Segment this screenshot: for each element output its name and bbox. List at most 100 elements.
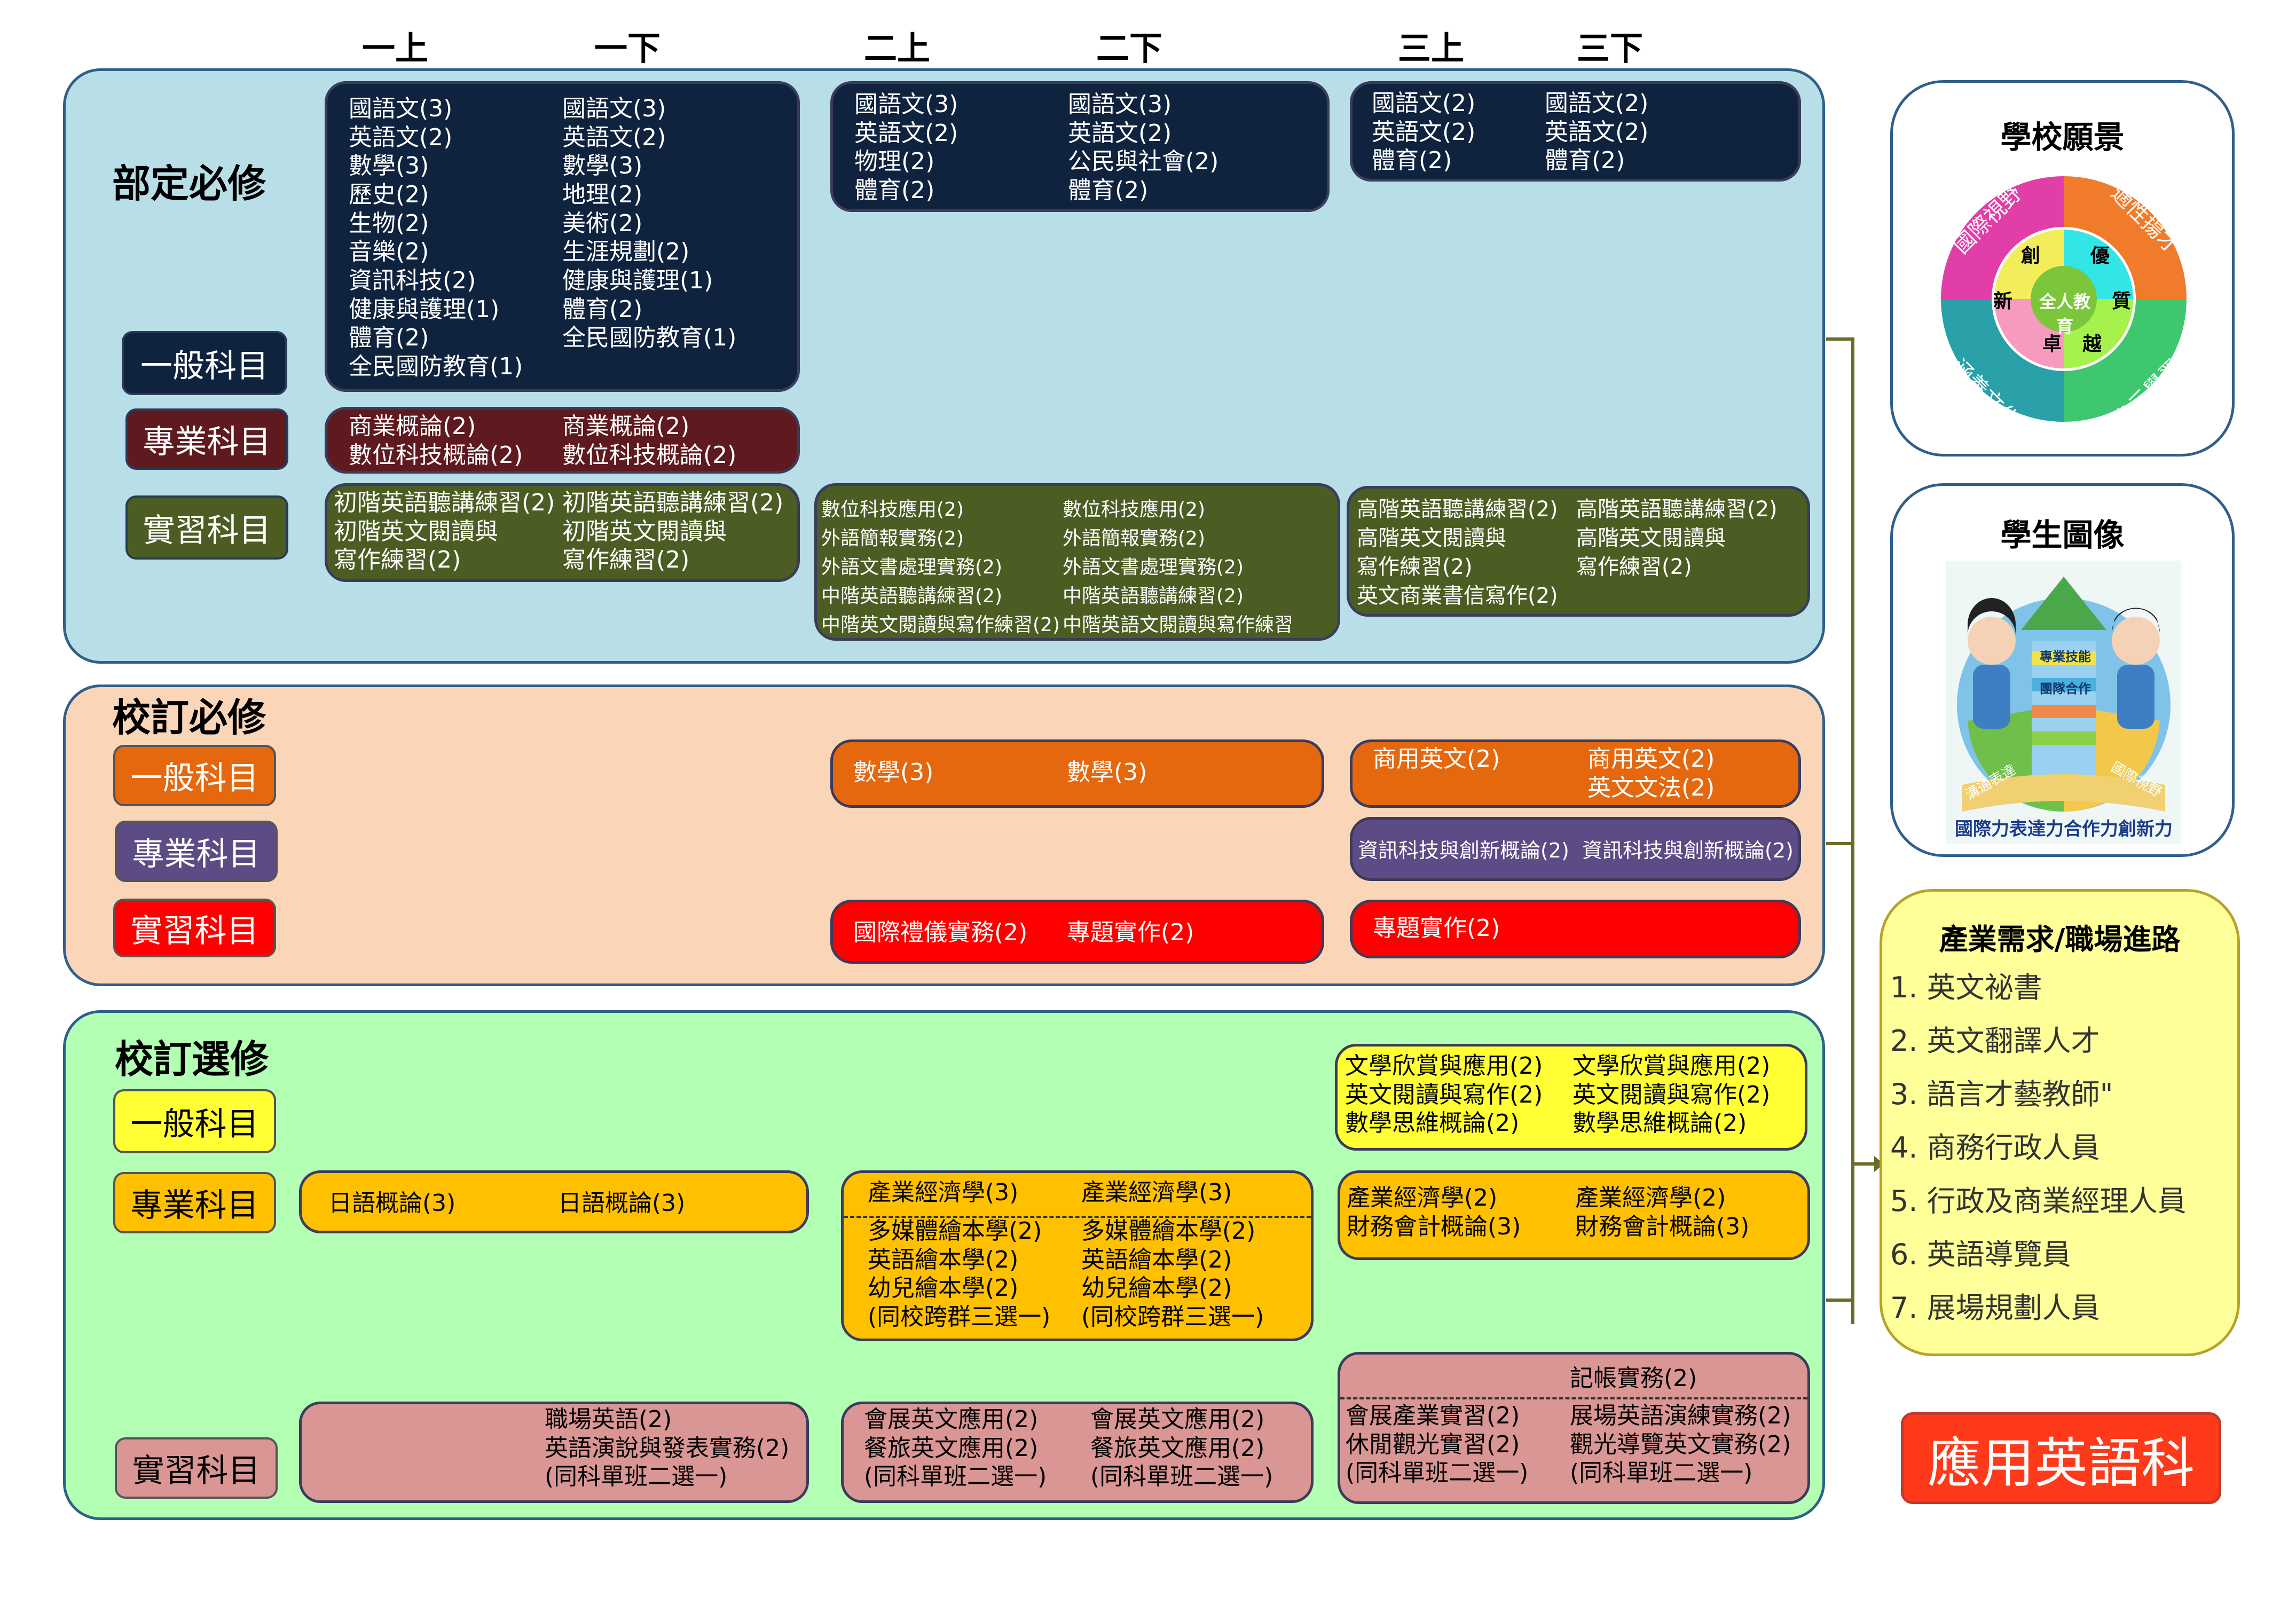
department-name: 應用英語科 bbox=[1901, 1412, 2221, 1504]
vision-panel: 學校願景 全人教育 創 優 質 越 卓 新 適性揚才 多元學習 涵養文化 國際視… bbox=[1890, 80, 2235, 457]
career-item: 4. 商務行政人員 bbox=[1890, 1131, 2100, 1164]
semester-header-1b: 一下 bbox=[594, 29, 661, 68]
course-school-prof-y3b: 資訊科技與創新概論(2) bbox=[1582, 839, 1794, 862]
category-professional: 專業科目 bbox=[125, 408, 288, 470]
course-box-practice-y2: 數位科技應用(2) 外語簡報實務(2) 外語文書處理實務(2) 中階英語聽講練習… bbox=[814, 483, 1340, 641]
connector-bracket bbox=[1826, 337, 1884, 1324]
course-list-y2a: 國語文(3) 英語文(2) 物理(2) 體育(2) bbox=[854, 91, 958, 204]
semester-header-2b: 二下 bbox=[1096, 29, 1162, 68]
course-box-practice-y3: 高階英語聽講練習(2) 高階英文閱讀與 寫作練習(2) 英文商業書信寫作(2) … bbox=[1347, 486, 1810, 617]
vision-inner-1: 優 bbox=[2090, 245, 2110, 267]
semester-header-3b: 三下 bbox=[1576, 29, 1643, 68]
student-portrait-illustration bbox=[1946, 561, 2181, 844]
course-elective-prof-y2b: 多媒體繪本學(2) 英語繪本學(2) 幼兒繪本學(2) (同校跨群三選一) bbox=[1081, 1217, 1264, 1331]
portrait-title: 學生圖像 bbox=[2000, 517, 2125, 553]
course-list-prof-y1a: 商業概論(2) 數位科技概論(2) bbox=[349, 413, 523, 469]
career-item: 5. 行政及商業經理人員 bbox=[1890, 1184, 2187, 1218]
course-school-prac-y3a: 專題實作(2) bbox=[1373, 915, 1500, 942]
course-box-elective-prac-y3: 記帳實務(2) 會展產業實習(2) 休閒觀光實習(2) (同科單班二選一) 展場… bbox=[1338, 1352, 1810, 1504]
course-school-prac-y2a: 國際禮儀實務(2) bbox=[853, 919, 1028, 946]
category-practice-elective: 實習科目 bbox=[115, 1437, 278, 1499]
course-elective-gen-y3b: 文學欣賞與應用(2) 英文閱讀與寫作(2) 數學思維概論(2) bbox=[1572, 1052, 1771, 1137]
course-list-y3a: 國語文(2) 英語文(2) 體育(2) bbox=[1372, 90, 1476, 175]
course-box-elective-general-y3: 文學欣賞與應用(2) 英文閱讀與寫作(2) 數學思維概論(2) 文學欣賞與應用(… bbox=[1335, 1044, 1807, 1151]
divider bbox=[844, 1216, 1311, 1218]
course-list-prac-y3b: 高階英語聽講練習(2) 高階英文閱讀與 寫作練習(2) bbox=[1576, 497, 1778, 579]
course-box-general-y3: 國語文(2) 英語文(2) 體育(2) 國語文(2) 英語文(2) 體育(2) bbox=[1350, 81, 1801, 182]
course-school-prof-y3a: 資訊科技與創新概論(2) bbox=[1358, 839, 1569, 862]
course-box-elective-prof-y3: 產業經濟學(2) 財務會計概論(3) 產業經濟學(2) 財務會計概論(3) bbox=[1338, 1170, 1810, 1260]
category-professional-elective: 專業科目 bbox=[113, 1172, 276, 1233]
section-title-required-dept: 部定必修 bbox=[112, 161, 266, 206]
career-item: 1. 英文祕書 bbox=[1890, 971, 2042, 1004]
course-box-general-y2: 國語文(3) 英語文(2) 物理(2) 體育(2) 國語文(3) 英語文(2) … bbox=[830, 81, 1330, 212]
course-list-prac-y3a: 高階英語聽講練習(2) 高階英文閱讀與 寫作練習(2) 英文商業書信寫作(2) bbox=[1357, 497, 1558, 608]
course-box-school-prof-y3: 資訊科技與創新概論(2) 資訊科技與創新概論(2) bbox=[1350, 817, 1801, 881]
course-box-elective-prac-y1: 職場英語(2) 英語演說與發表實務(2) (同科單班二選一) bbox=[299, 1402, 809, 1503]
category-general-elective: 一般科目 bbox=[113, 1089, 276, 1153]
course-elective-prac-y2a: 會展英文應用(2) 餐旅英文應用(2) (同科單班二選一) bbox=[864, 1406, 1047, 1491]
course-box-school-general-y3: 商用英文(2) 商用英文(2) 英文文法(2) bbox=[1350, 739, 1801, 808]
vision-inner-5: 新 bbox=[1993, 290, 2013, 312]
course-list-y1a: 國語文(3) 英語文(2) 數學(3) 歷史(2) 生物(2) 音樂(2) 資訊… bbox=[349, 95, 523, 381]
portrait-tag-3: 團隊合作 bbox=[2040, 681, 2091, 696]
course-elective-prac-y3a: 會展產業實習(2) 休閒觀光實習(2) (同科單班二選一) bbox=[1346, 1402, 1529, 1487]
vision-wheel bbox=[1941, 176, 2187, 422]
semester-header-2a: 二上 bbox=[863, 29, 930, 68]
course-elective-prof-y1a: 日語概論(3) bbox=[328, 1190, 456, 1217]
course-list-y3b: 國語文(2) 英語文(2) 體育(2) bbox=[1545, 90, 1649, 175]
category-practice: 實習科目 bbox=[125, 495, 288, 560]
course-elective-prof-y2a: 多媒體繪本學(2) 英語繪本學(2) 幼兒繪本學(2) (同校跨群三選一) bbox=[868, 1217, 1051, 1331]
course-school-prac-y2b: 專題實作(2) bbox=[1067, 919, 1194, 946]
course-elective-prof-y1b: 日語概論(3) bbox=[558, 1190, 686, 1217]
portrait-panel: 學生圖像 溝通表達 國際視野 專業技能 團隊合作 國際力表達力合作力創新力 bbox=[1890, 483, 2235, 857]
course-list-prac-y1a: 初階英語聽講練習(2) 初階英文閱讀與 寫作練習(2) bbox=[334, 489, 555, 574]
course-school-gen-y2a: 數學(3) bbox=[853, 759, 934, 786]
section-title-required-school: 校訂必修 bbox=[112, 695, 266, 740]
careers-title: 產業需求/職場進路 bbox=[1939, 923, 2181, 956]
course-list-y1b: 國語文(3) 英語文(2) 數學(3) 地理(2) 美術(2) 生涯規劃(2) … bbox=[562, 95, 737, 352]
course-box-school-prac-y2: 國際禮儀實務(2) 專題實作(2) bbox=[830, 900, 1324, 964]
course-box-professional-y1: 商業概論(2) 數位科技概論(2) 商業概論(2) 數位科技概論(2) bbox=[325, 407, 800, 474]
careers-panel: 產業需求/職場進路 1. 英文祕書 2. 英文翻譯人才 3. 語言才藝教師" 4… bbox=[1880, 889, 2240, 1356]
semester-header-1a: 一上 bbox=[361, 29, 428, 68]
vision-inner-4: 卓 bbox=[2042, 333, 2062, 355]
vision-inner-0: 創 bbox=[2021, 245, 2041, 267]
category-general: 一般科目 bbox=[122, 331, 287, 395]
course-box-school-prac-y3: 專題實作(2) bbox=[1350, 900, 1801, 958]
vision-inner-3: 越 bbox=[2082, 333, 2102, 355]
semester-header-3a: 三上 bbox=[1397, 29, 1464, 68]
course-elective-prof-y2b-top: 產業經濟學(3) bbox=[1081, 1179, 1232, 1206]
course-box-school-general-y2: 數學(3) 數學(3) bbox=[830, 739, 1324, 808]
course-list-y2b: 國語文(3) 英語文(2) 公民與社會(2) 體育(2) bbox=[1068, 91, 1219, 204]
course-elective-prac-y3b-top: 記帳實務(2) bbox=[1570, 1365, 1697, 1392]
vision-center: 全人教育 bbox=[2039, 292, 2090, 336]
career-item: 2. 英文翻譯人才 bbox=[1890, 1024, 2100, 1058]
course-elective-prof-y3a: 產業經濟學(2) 財務會計概論(3) bbox=[1347, 1184, 1521, 1240]
course-school-gen-y3b: 商用英文(2) 英文文法(2) bbox=[1587, 745, 1715, 801]
category-general-school: 一般科目 bbox=[113, 745, 276, 806]
course-box-elective-prac-y2: 會展英文應用(2) 餐旅英文應用(2) (同科單班二選一) 會展英文應用(2) … bbox=[841, 1402, 1314, 1503]
course-elective-prof-y3b: 產業經濟學(2) 財務會計概論(3) bbox=[1575, 1184, 1750, 1240]
course-school-gen-y2b: 數學(3) bbox=[1067, 759, 1147, 786]
course-elective-gen-y3a: 文學欣賞與應用(2) 英文閱讀與寫作(2) 數學思維概論(2) bbox=[1345, 1052, 1543, 1137]
section-title-elective-school: 校訂選修 bbox=[115, 1037, 269, 1082]
portrait-caption: 國際力表達力合作力創新力 bbox=[1955, 819, 2173, 840]
course-list-prac-y2a: 數位科技應用(2) 外語簡報實務(2) 外語文書處理實務(2) 中階英語聽講練習… bbox=[821, 499, 1060, 636]
career-item: 7. 展場規劃人員 bbox=[1890, 1291, 2100, 1325]
course-elective-prac-y3b: 展場英語演練實務(2) 觀光導覽英文實務(2) (同科單班二選一) bbox=[1570, 1402, 1791, 1487]
course-elective-prac-y2b: 會展英文應用(2) 餐旅英文應用(2) (同科單班二選一) bbox=[1090, 1406, 1273, 1491]
career-item: 6. 英語導覽員 bbox=[1890, 1238, 2071, 1271]
course-list-prof-y1b: 商業概論(2) 數位科技概論(2) bbox=[562, 413, 737, 469]
category-practice-school: 實習科目 bbox=[113, 899, 276, 957]
course-elective-prof-y2a-top: 產業經濟學(3) bbox=[868, 1179, 1019, 1206]
divider bbox=[1340, 1397, 1807, 1399]
vision-inner-2: 質 bbox=[2112, 290, 2132, 312]
course-list-prac-y1b: 初階英語聽講練習(2) 初階英文閱讀與 寫作練習(2) bbox=[562, 489, 784, 574]
course-school-gen-y3a: 商用英文(2) bbox=[1373, 745, 1500, 773]
portrait-tag-2: 專業技能 bbox=[2040, 649, 2091, 664]
course-box-elective-prof-y1: 日語概論(3) 日語概論(3) bbox=[299, 1170, 809, 1233]
career-item: 3. 語言才藝教師" bbox=[1890, 1077, 2113, 1111]
course-list-prac-y2b: 數位科技應用(2) 外語簡報實務(2) 外語文書處理實務(2) 中階英語聽講練習… bbox=[1063, 499, 1294, 636]
course-box-elective-prof-y2: 產業經濟學(3) 產業經濟學(3) 多媒體繪本學(2) 英語繪本學(2) 幼兒繪… bbox=[841, 1170, 1314, 1341]
